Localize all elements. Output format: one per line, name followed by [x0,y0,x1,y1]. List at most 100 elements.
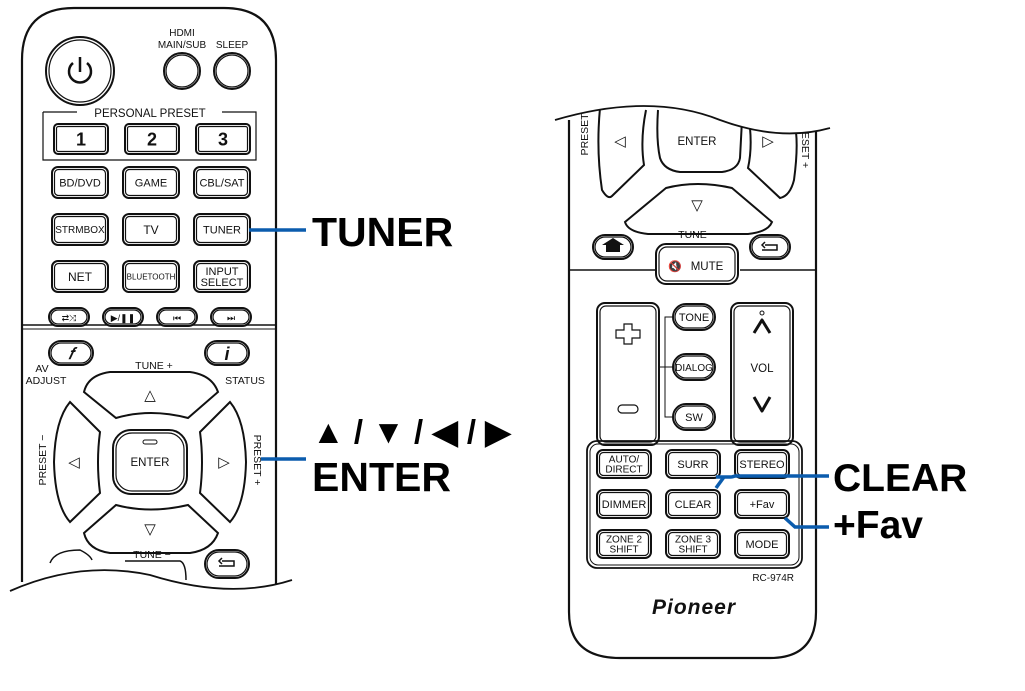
surr-button-label: SURR [677,459,708,471]
fav-leader-line [783,516,829,529]
dialog-button[interactable]: DIALOG [672,353,716,381]
next-button[interactable]: ⏭ [210,307,252,327]
tuner-button[interactable]: TUNER [193,213,251,246]
sleep-button[interactable] [213,52,251,90]
av-label: AV [35,363,48,375]
level-rocker[interactable] [596,302,660,446]
strmbox-button[interactable]: STRMBOX [51,213,109,246]
clear-button-label: CLEAR [675,499,712,511]
down-arrow-icon: ▽ [691,197,703,214]
mute-icon: 🔇 [668,260,682,273]
volume-rocker[interactable]: VOL [730,302,794,446]
zone2-shift-button-label: SHIFT [610,545,639,556]
right-button-right-remote[interactable]: ▷ [746,127,798,200]
hdmi-label: HDMI [169,28,195,39]
fav-callout: +Fav [833,504,923,547]
brand-logo: Pioneer [652,596,737,619]
bd-dvd-button-label: BD/DVD [59,177,101,189]
preset-button-3-label: 3 [218,129,228,149]
dimmer-button[interactable]: DIMMER [596,489,652,519]
preset-button-3[interactable]: 3 [195,123,251,155]
minus-icon [617,404,639,414]
tone-button[interactable]: TONE [672,303,716,331]
net-button[interactable]: NET [51,260,109,293]
fav-button[interactable]: +Fav [734,489,790,519]
tune-plus-label: TUNE + [135,360,173,372]
bluetooth-button[interactable]: BLUETOOTH [122,260,180,293]
preset-button-2-label: 2 [147,129,157,149]
enter-button-right-remote[interactable]: ENTER [656,109,743,173]
stereo-button-label: STEREO [739,459,785,471]
main-sub-label: MAIN/SUB [158,40,207,51]
preset-minus-label-right: PRESET − [579,105,591,156]
left-arrow-icon: ◁ [614,133,626,150]
preset-button-2[interactable]: 2 [124,123,180,155]
down-button[interactable]: ▽ [82,503,220,554]
home-button[interactable] [592,234,634,260]
zone2-shift-button-label: ZONE 2 [606,535,643,546]
previous-icon: ⏮ [173,313,181,323]
return-icon [217,557,235,567]
hdmi-main-sub-button[interactable] [163,52,201,90]
vol-label: VOL [750,363,774,375]
game-button[interactable]: GAME [122,166,180,199]
mode-button[interactable]: MODE [734,529,790,559]
input-select-button-label: INPUT [206,266,239,278]
right-remote: ◁ ENTER ▷ ▽ PRESET − ESET + TUNE − [540,50,831,660]
vol-up-dot-icon [759,310,765,316]
tv-button[interactable]: TV [122,213,180,246]
next-icon: ⏭ [227,313,235,323]
clear-callout: CLEAR [833,457,967,500]
stereo-button[interactable]: STEREO [734,449,790,479]
strmbox-button-label: STRMBOX [55,225,105,236]
surr-button[interactable]: SURR [665,449,721,479]
up-button[interactable]: △ [82,371,220,420]
down-button-right-remote[interactable]: ▽ [623,183,774,235]
preset-button-1-label: 1 [76,129,86,149]
play-pause-icon: ▶/❚❚ [111,313,136,324]
input-select-button-label: SELECT [201,277,244,289]
return-button-right[interactable] [749,234,791,260]
power-button[interactable] [45,36,115,106]
av-adjust-button[interactable]: 𝑓 [48,340,94,366]
auto-direct-button[interactable]: AUTO/DIRECT [596,449,652,479]
left-button-right-remote[interactable]: ◁ [597,107,647,199]
bd-dvd-button[interactable]: BD/DVD [51,166,109,199]
dimmer-button-label: DIMMER [602,499,647,511]
personal-preset-label: PERSONAL PRESET [94,108,205,120]
status-button[interactable]: i [204,340,250,366]
down-arrow-icon: ▽ [144,521,156,538]
mode-button-label: MODE [746,539,779,551]
right-button[interactable]: ▷ [198,400,248,524]
play-pause-button[interactable]: ▶/❚❚ [102,307,144,327]
sw-button[interactable]: SW [672,403,716,431]
cbl-sat-button[interactable]: CBL/SAT [193,166,251,199]
previous-button[interactable]: ⏮ [156,307,198,327]
return-icon [760,241,778,251]
preset-button-1[interactable]: 1 [53,123,109,155]
arrows-callout: ▲ / ▼ / ◀ / ▶ [312,413,512,450]
tuner-button-label: TUNER [203,224,241,236]
preset-plus-label: PRESET + [251,435,263,486]
tone-label: TONE [679,312,709,324]
repeat-shuffle-button[interactable]: ⇄⤨ [48,307,90,327]
auto-direct-button-label: DIRECT [605,465,642,476]
enter-button[interactable]: ENTER [112,429,188,495]
power-icon [67,57,93,84]
vol-down-icon [752,396,772,413]
tune-minus-label: TUNE − [133,549,171,561]
left-arrow-icon: ◁ [68,454,80,471]
left-button[interactable]: ◁ [52,400,102,524]
mute-button[interactable]: 🔇 MUTE [655,243,739,285]
wrench-icon: 𝑓 [68,346,79,363]
model-label: RC-974R [752,573,794,584]
clear-button[interactable]: CLEAR [665,489,721,519]
return-button-left[interactable] [204,549,250,579]
zone3-shift-button-label: SHIFT [679,545,708,556]
zone3-shift-button-label: ZONE 3 [675,535,712,546]
